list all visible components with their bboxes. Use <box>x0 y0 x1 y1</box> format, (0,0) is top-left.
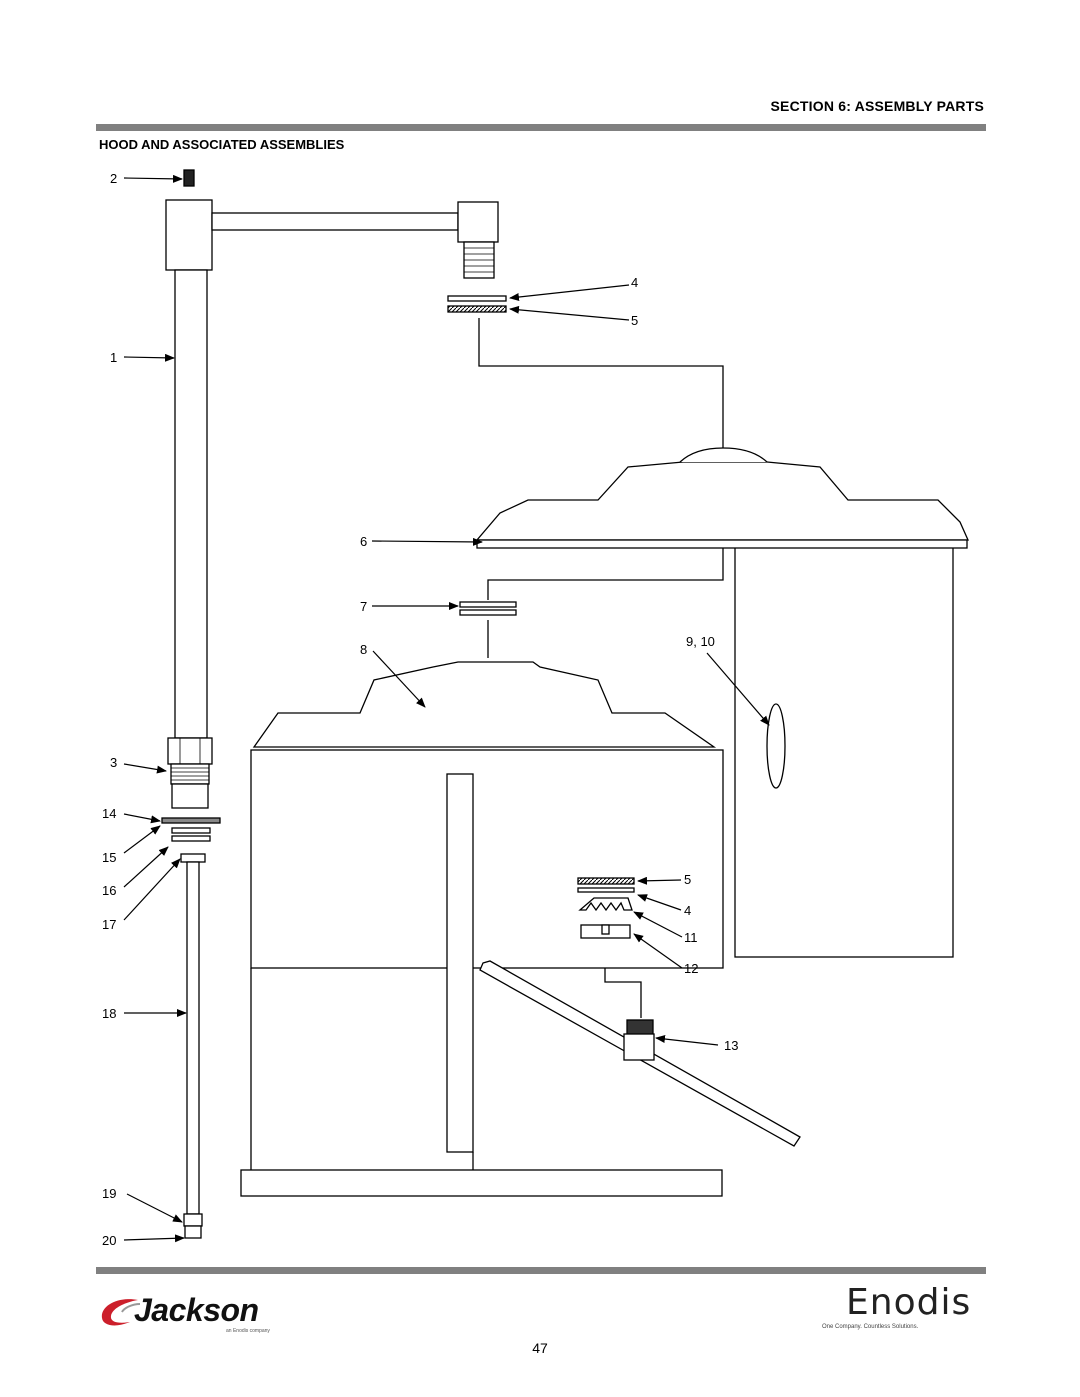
connecting-arm <box>211 212 459 231</box>
part-2-plug <box>183 169 195 187</box>
elbow-right <box>457 201 499 243</box>
callout-20: 20 <box>102 1233 116 1248</box>
callout-18: 18 <box>102 1006 116 1021</box>
callout-7: 7 <box>360 599 367 614</box>
part-15-gasket <box>171 827 211 834</box>
callout-15: 15 <box>102 850 116 865</box>
part-16-gasket <box>171 835 211 842</box>
section-title: SECTION 6: ASSEMBLY PARTS <box>770 98 984 114</box>
part-1-riser-pipe <box>174 269 208 739</box>
part-17-cap <box>180 853 206 863</box>
part-14-washer <box>161 817 221 824</box>
hood-body <box>250 749 724 969</box>
footer-rule <box>96 1267 986 1274</box>
part-4-washer-upper <box>447 295 507 302</box>
part-4-washer-lower <box>577 887 635 893</box>
callout-3: 3 <box>110 755 117 770</box>
header-rule <box>96 124 986 131</box>
part-5-gasket-upper <box>447 305 507 313</box>
part-6-upper-hood <box>475 461 970 541</box>
callout-4-lower: 4 <box>684 903 691 918</box>
part-3-hex-fitting <box>167 737 213 765</box>
callout-9-10: 9, 10 <box>686 634 715 649</box>
part-8-lower-hood <box>252 661 717 748</box>
callout-16: 16 <box>102 883 116 898</box>
callout-13: 13 <box>724 1038 738 1053</box>
callout-5-upper: 5 <box>631 313 638 328</box>
callout-14: 14 <box>102 806 116 821</box>
callout-2: 2 <box>110 171 117 186</box>
callout-6: 6 <box>360 534 367 549</box>
part-11-spring-washer <box>578 897 633 912</box>
part-18-lower-pipe <box>186 861 200 1215</box>
part-9-10-oval-label <box>766 703 786 789</box>
jackson-logo: Jackson an Enodis company <box>96 1290 296 1338</box>
callout-5-lower: 5 <box>684 872 691 887</box>
callout-4-upper: 4 <box>631 275 638 290</box>
callout-12: 12 <box>684 961 698 976</box>
callout-8: 8 <box>360 642 367 657</box>
elbow-left <box>165 199 213 271</box>
page-number: 47 <box>532 1340 548 1356</box>
part-7-washer <box>459 601 517 608</box>
callout-11: 11 <box>684 930 698 945</box>
part-5-gasket-lower <box>577 877 635 885</box>
callout-17: 17 <box>102 917 116 932</box>
base-plate <box>240 1169 723 1197</box>
subsection-title: HOOD AND ASSOCIATED ASSEMBLIES <box>99 137 345 152</box>
callout-19: 19 <box>102 1186 116 1201</box>
part-20-tip <box>184 1225 202 1239</box>
callout-1: 1 <box>110 350 117 365</box>
enodis-logo: Enodis One Company. Countless Solutions. <box>822 1282 972 1330</box>
part-19-collar <box>183 1213 203 1227</box>
